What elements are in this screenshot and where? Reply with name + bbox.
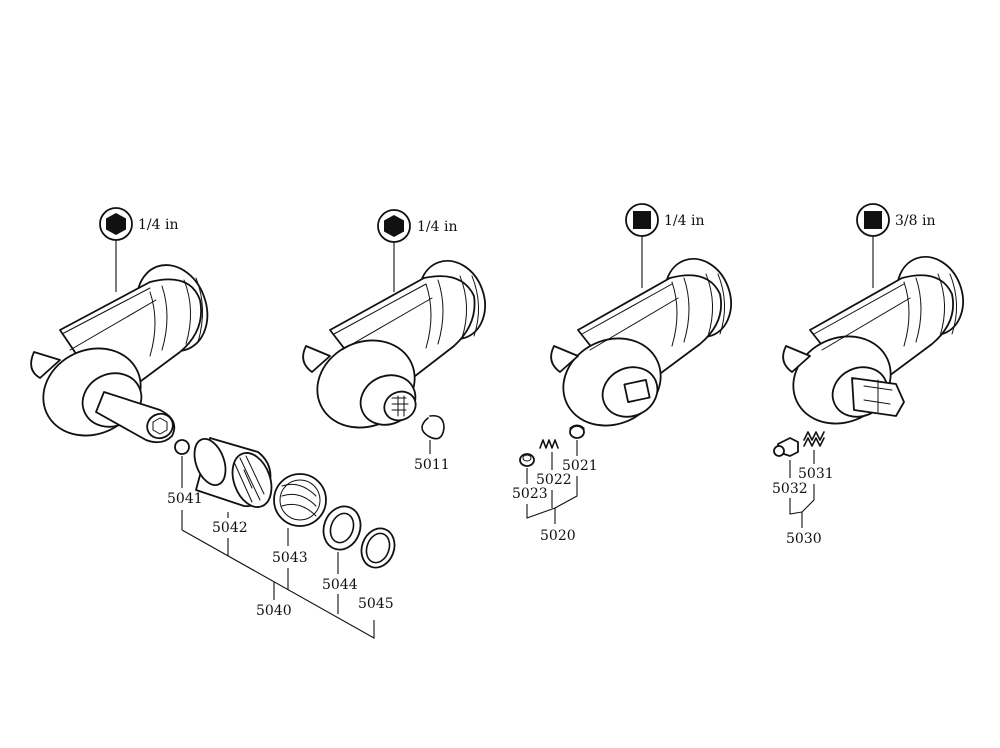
square-icon (864, 211, 882, 229)
plunger-part (569, 424, 585, 439)
part-number-5022: 5022 (536, 472, 572, 488)
drive-badge-4: 3/8 in (856, 203, 935, 237)
group-number-5020: 5020 (540, 528, 576, 544)
ring-part (360, 527, 396, 569)
part-number-5042: 5042 (212, 520, 248, 536)
part-number-5044: 5044 (322, 577, 358, 593)
size-label-1: 1/4 in (138, 217, 178, 233)
assembly-3: 1/4 in 5021 5022 5023 5020 (512, 203, 732, 544)
drive-badge-1: 1/4 in (99, 207, 178, 241)
part-number-5032: 5032 (772, 481, 808, 497)
leader-lines-1 (181, 456, 375, 639)
leader-lines-3 (526, 440, 578, 524)
part-number-5031: 5031 (798, 466, 834, 482)
drive-badge-2: 1/4 in (377, 209, 457, 243)
hexagon-icon (106, 213, 126, 235)
assembly-4: 3/8 in 5031 5032 5030 (772, 203, 964, 547)
hexagon-icon (384, 215, 404, 237)
angle-head-1 (30, 264, 209, 444)
pin-part (519, 453, 535, 467)
part-number-5045: 5045 (358, 596, 394, 612)
part-number-5043: 5043 (272, 550, 308, 566)
size-label-4: 3/8 in (895, 213, 935, 229)
size-label-3: 1/4 in (664, 213, 704, 229)
part-number-5021: 5021 (562, 458, 598, 474)
size-label-2: 1/4 in (417, 219, 457, 235)
group-number-5030: 5030 (786, 531, 822, 547)
part-number-5023: 5023 (512, 486, 548, 502)
angle-head-4 (782, 255, 964, 425)
group-number-5040: 5040 (256, 603, 292, 619)
part-number-5011: 5011 (414, 457, 450, 473)
circlip-part (421, 414, 445, 440)
angle-head-2 (302, 259, 486, 429)
square-icon (633, 211, 651, 229)
spring-part (273, 473, 327, 527)
knurled-sleeve (193, 437, 273, 508)
washer-part (322, 505, 362, 551)
assembly-2: 1/4 in 5011 (302, 209, 486, 473)
spring-part-small (539, 439, 559, 449)
drive-badge-3: 1/4 in (625, 203, 704, 237)
detent-pin-part (773, 437, 799, 457)
spring-part-detent (803, 431, 825, 447)
ball-part (174, 439, 190, 455)
part-number-5041: 5041 (167, 491, 203, 507)
assembly-1: 1/4 in (30, 207, 396, 639)
leader-lines-4 (789, 450, 815, 528)
angle-head-3 (550, 257, 732, 427)
